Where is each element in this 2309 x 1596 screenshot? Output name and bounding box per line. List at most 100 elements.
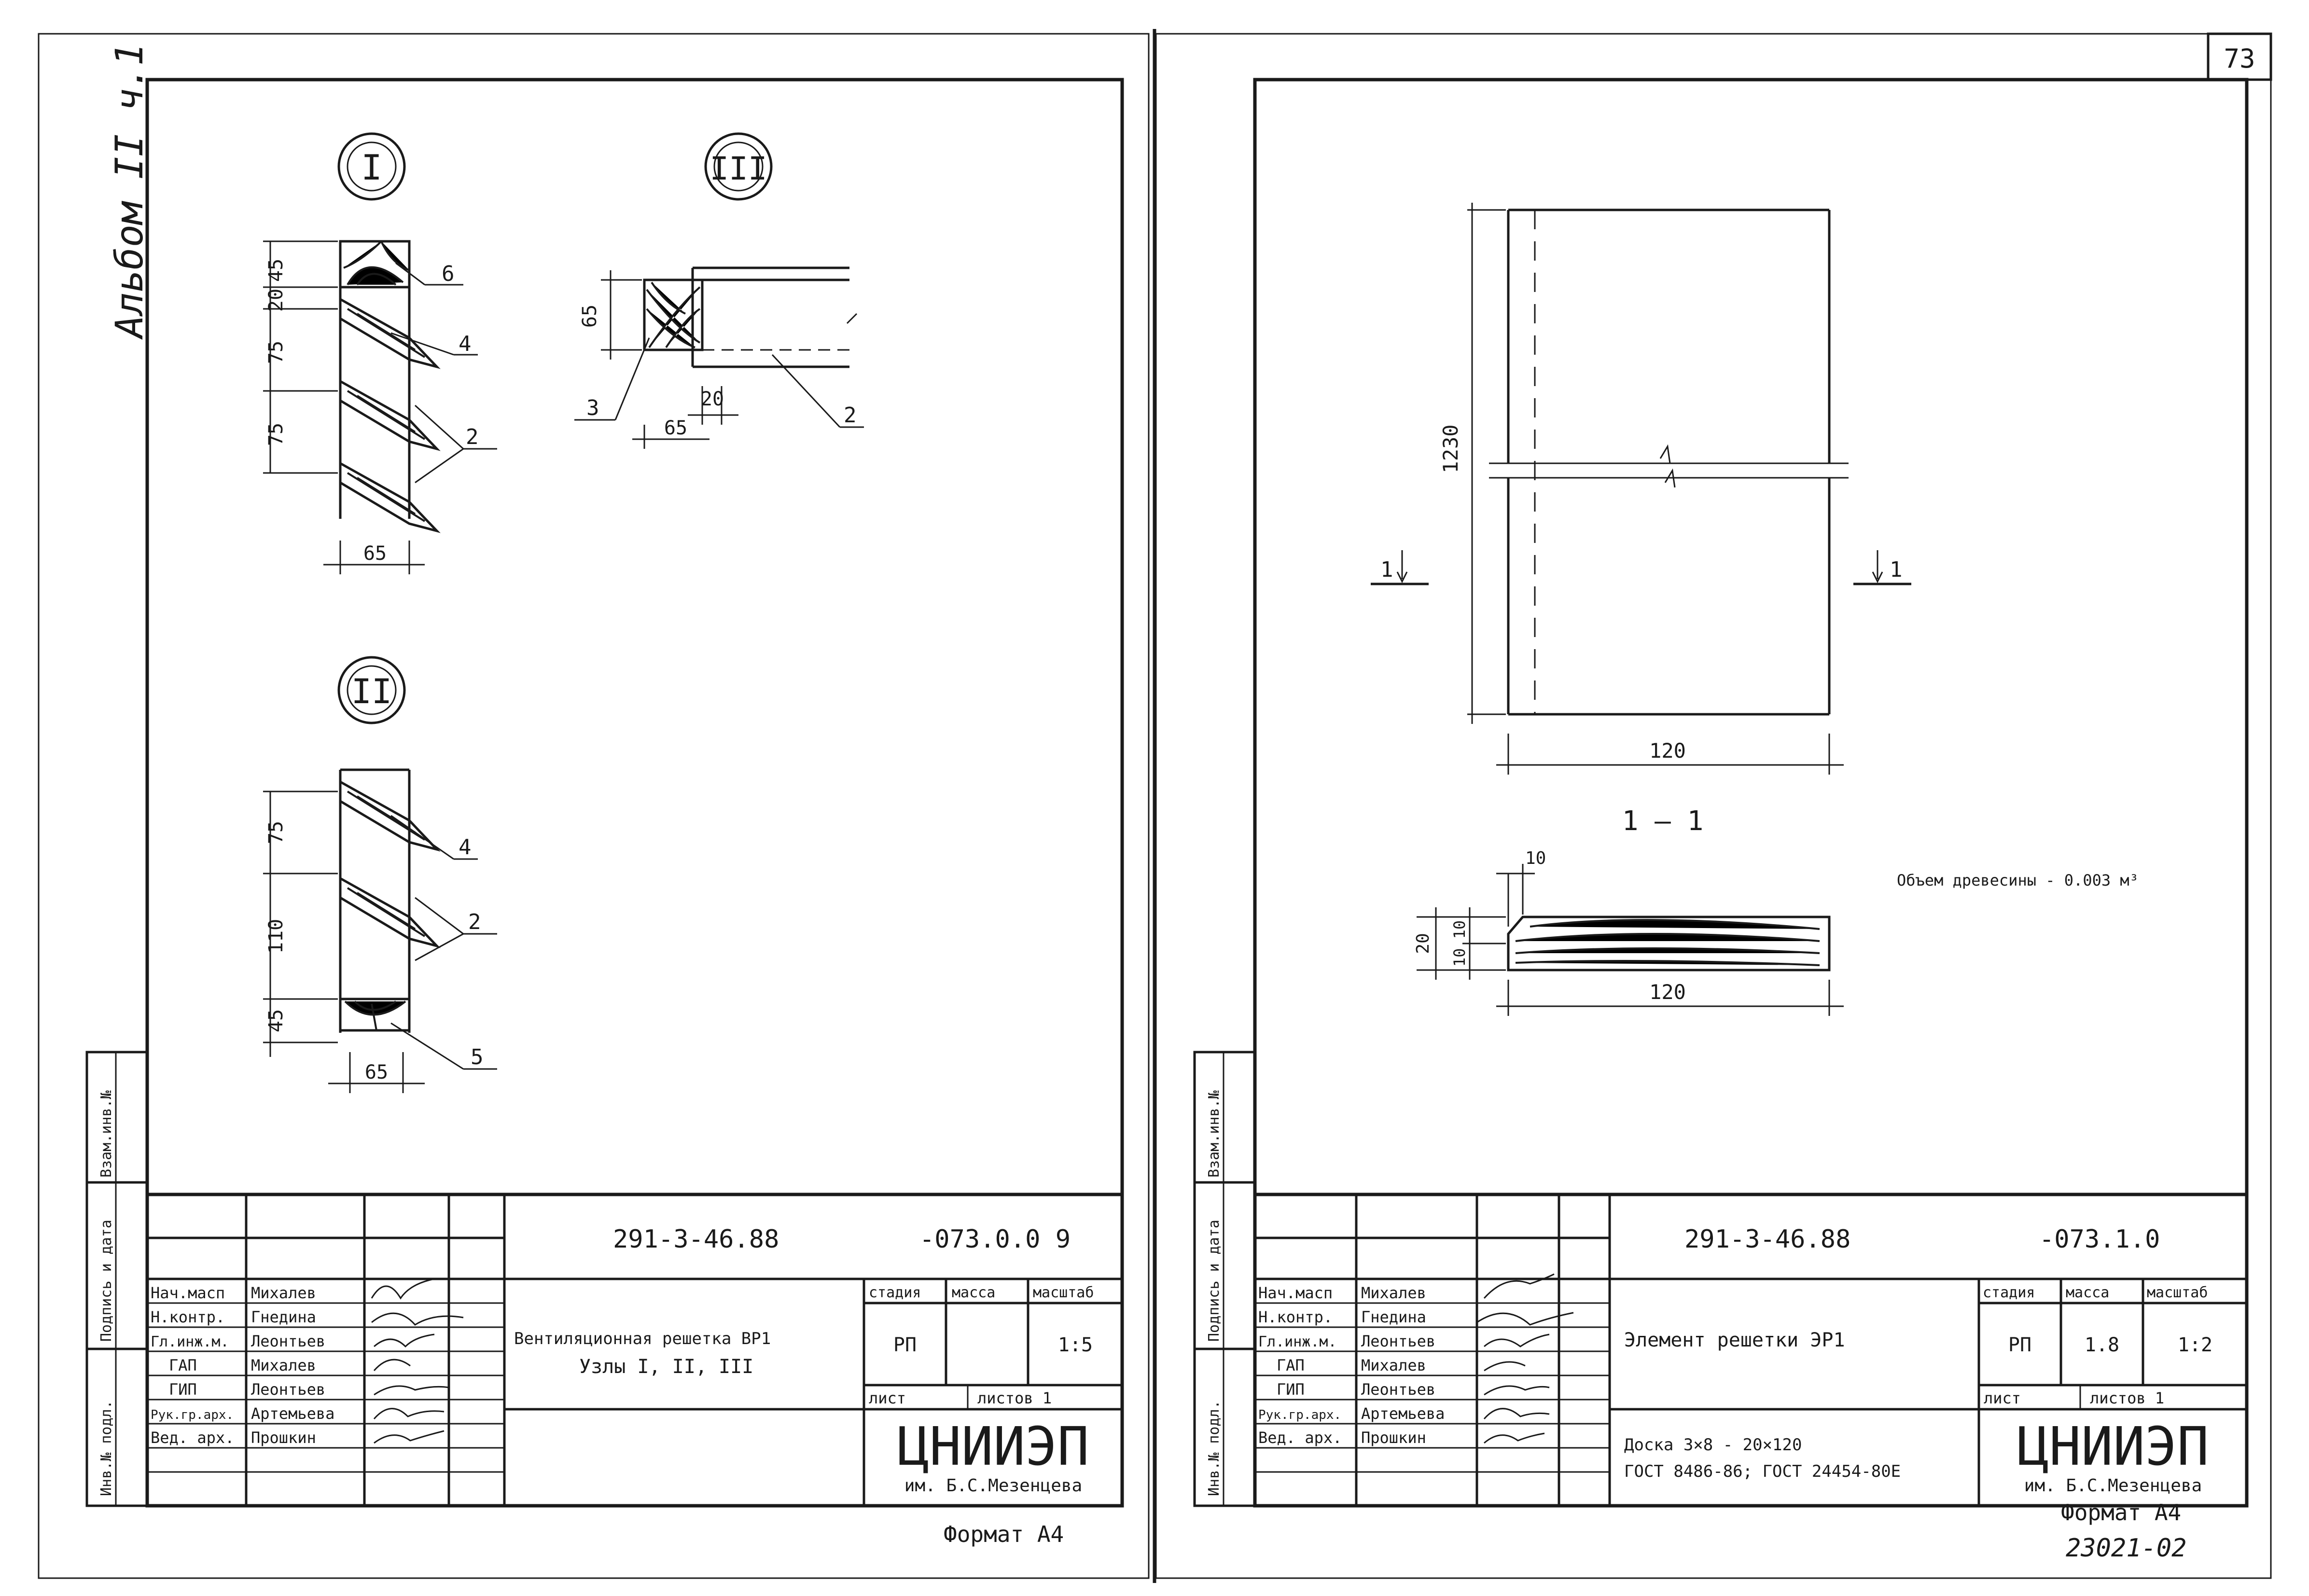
left-title-line2: Узлы I, II, III: [579, 1356, 753, 1378]
node-III-marker: III: [704, 132, 773, 201]
svg-text:5: 5: [471, 1045, 484, 1069]
svg-text:1.8: 1.8: [2085, 1334, 2119, 1356]
svg-text:2: 2: [844, 403, 857, 428]
svg-text:Инв.№ подл.: Инв.№ подл.: [1206, 1400, 1223, 1496]
svg-text:3: 3: [586, 396, 599, 420]
left-sheet-outline: [38, 33, 1150, 1579]
svg-text:РП: РП: [893, 1334, 917, 1356]
side-inv-no: Инв.№ подл.: [98, 1400, 115, 1496]
element-section-view: 10 20 10 10 120: [1413, 848, 1844, 1016]
left-sheet-code: -073.0.0 9: [919, 1225, 1071, 1254]
svg-text:20: 20: [1413, 933, 1433, 954]
svg-text:стадия: стадия: [869, 1284, 921, 1301]
svg-text:Леонтьев: Леонтьев: [1361, 1380, 1435, 1399]
svg-text:Рук.гр.арх.: Рук.гр.арх.: [151, 1408, 234, 1422]
left-side-strip: Взам.инв.№ Подпись и дата Инв.№ подл.: [85, 1051, 149, 1507]
svg-text:4: 4: [459, 332, 472, 356]
svg-text:РП: РП: [2008, 1334, 2031, 1356]
svg-text:им. Б.С.Мезенцева: им. Б.С.Мезенцева: [904, 1476, 1082, 1496]
node-I-marker: I: [337, 132, 406, 201]
node-I-label: I: [361, 147, 382, 188]
svg-text:75: 75: [265, 423, 287, 446]
svg-text:Артемьева: Артемьева: [251, 1404, 334, 1423]
svg-text:4: 4: [459, 835, 472, 860]
svg-text:65: 65: [365, 1061, 388, 1083]
svg-text:2: 2: [466, 425, 479, 449]
album-label: Альбом II ч.1: [108, 43, 152, 340]
svg-text:Гл.инж.м.: Гл.инж.м.: [151, 1333, 229, 1350]
svg-text:2: 2: [468, 910, 481, 934]
svg-text:45: 45: [265, 1009, 287, 1032]
svg-text:1:5: 1:5: [1058, 1334, 1093, 1356]
svg-text:10: 10: [1525, 848, 1546, 868]
left-format: Формат А4: [944, 1521, 1064, 1547]
svg-text:Гнедина: Гнедина: [251, 1308, 316, 1326]
svg-text:75: 75: [265, 821, 287, 844]
element-plan-view: 1230 120 1 1: [1371, 203, 1911, 775]
side-swap-inv: Взам.инв.№: [98, 1090, 115, 1178]
right-material-line2: ГОСТ 8486-86; ГОСТ 24454-80Е: [1624, 1462, 1901, 1481]
svg-text:45: 45: [265, 259, 287, 282]
svg-text:1:2: 1:2: [2178, 1334, 2212, 1356]
svg-text:масса: масса: [952, 1284, 995, 1301]
node-III-drawing: 65 20 65 3 2: [574, 266, 864, 449]
node-II-marker: II: [337, 656, 406, 724]
svg-text:ГИП: ГИП: [1277, 1380, 1305, 1399]
svg-text:6: 6: [442, 262, 455, 286]
svg-text:Гл.инж.м.: Гл.инж.м.: [1258, 1333, 1337, 1350]
left-doc-code: 291-3-46.88: [613, 1225, 779, 1254]
svg-text:120: 120: [1649, 739, 1686, 763]
svg-text:Прошкин: Прошкин: [251, 1429, 316, 1447]
right-title-block: 291-3-46.88 -073.1.0 Нач.масп Н.контр. Г…: [1253, 1193, 2249, 1508]
svg-text:Михалев: Михалев: [251, 1356, 316, 1374]
svg-text:Михалев: Михалев: [251, 1284, 316, 1302]
svg-text:им. Б.С.Мезенцева: им. Б.С.Мезенцева: [2024, 1476, 2202, 1496]
right-format: Формат А4: [2061, 1499, 2181, 1526]
svg-text:120: 120: [1649, 980, 1686, 1004]
svg-text:Н.контр.: Н.контр.: [151, 1308, 225, 1326]
svg-text:1: 1: [1380, 557, 1393, 582]
svg-text:листов 1: листов 1: [977, 1389, 1052, 1407]
svg-text:Леонтьев: Леонтьев: [251, 1332, 325, 1350]
svg-text:75: 75: [265, 341, 287, 364]
svg-text:20: 20: [701, 388, 724, 410]
svg-text:Н.контр.: Н.контр.: [1258, 1308, 1333, 1326]
right-signatures: [1476, 1273, 1574, 1444]
right-doc-code: 291-3-46.88: [1684, 1225, 1850, 1254]
volume-note: Объем древесины - 0.003 м³: [1897, 871, 2139, 889]
svg-text:Взам.инв.№: Взам.инв.№: [1206, 1090, 1223, 1178]
svg-text:ГАП: ГАП: [1277, 1356, 1305, 1374]
node-III-label: III: [709, 150, 767, 187]
page-number: 73: [2224, 43, 2255, 74]
svg-text:1: 1: [1890, 557, 1903, 582]
svg-text:10 10: 10 10: [1450, 920, 1469, 967]
svg-text:Леонтьев: Леонтьев: [251, 1380, 325, 1399]
right-side-strip: Взам.инв.№ Подпись и дата Инв.№ подл.: [1193, 1051, 1256, 1507]
left-title-line1: Вентиляционная решетка ВР1: [514, 1329, 771, 1348]
left-org-logo: ЦНИИЭП: [897, 1416, 1089, 1477]
right-material-line1: Доска 3×8 - 20×120: [1624, 1435, 1802, 1455]
svg-text:Михалев: Михалев: [1361, 1284, 1426, 1302]
svg-text:Леонтьев: Леонтьев: [1361, 1332, 1435, 1350]
right-org-logo: ЦНИИЭП: [2017, 1416, 2209, 1477]
svg-text:Вед. арх.: Вед. арх.: [1258, 1429, 1342, 1447]
svg-text:лист: лист: [869, 1389, 906, 1407]
svg-text:65: 65: [579, 305, 601, 328]
right-title-line1: Элемент решетки ЭР1: [1624, 1329, 1845, 1351]
node-I-drawing: 45 20 75 75 65 6 4 2: [263, 240, 497, 574]
left-title-block: 291-3-46.88 -073.0.0 9 Нач.масп Н.контр.…: [145, 1193, 1124, 1508]
svg-text:Нач.масп: Нач.масп: [151, 1284, 225, 1302]
node-II-drawing: 75 110 45 65 4 2 5: [263, 768, 497, 1093]
svg-text:масштаб: масштаб: [1033, 1284, 1094, 1301]
svg-text:Рук.гр.арх.: Рук.гр.арх.: [1258, 1408, 1341, 1422]
right-sheet-code: -073.1.0: [2039, 1225, 2160, 1254]
svg-text:стадия: стадия: [1983, 1284, 2035, 1301]
svg-text:1230: 1230: [1439, 424, 1462, 473]
svg-text:масштаб: масштаб: [2147, 1284, 2208, 1301]
svg-text:лист: лист: [1984, 1389, 2021, 1407]
svg-text:65: 65: [363, 542, 387, 565]
svg-text:110: 110: [265, 919, 287, 954]
svg-text:листов 1: листов 1: [2090, 1389, 2164, 1407]
svg-text:Подпись и дата: Подпись и дата: [1206, 1220, 1223, 1342]
